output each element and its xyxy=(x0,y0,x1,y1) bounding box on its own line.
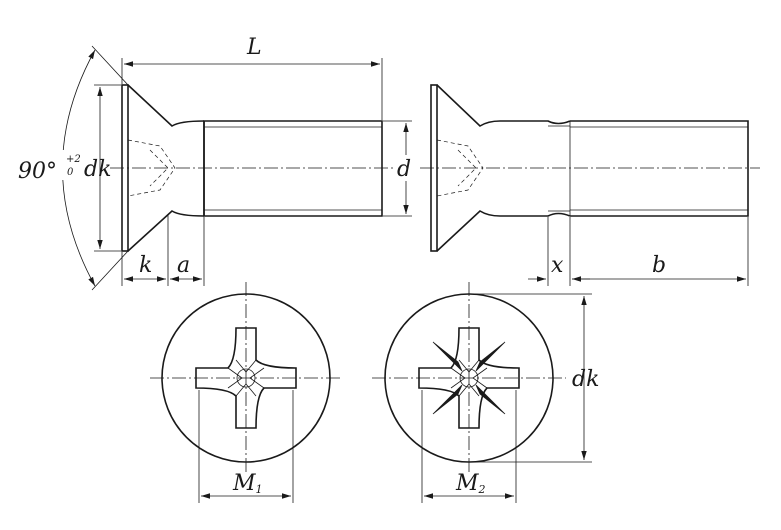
head-cone-top-right xyxy=(436,84,571,128)
cross-recess-z xyxy=(418,327,520,429)
label-a: a xyxy=(177,253,190,278)
head-cone-bottom-right xyxy=(436,209,571,252)
head-cone-top-left xyxy=(127,84,205,128)
label-L: L xyxy=(246,35,262,60)
shank-left xyxy=(203,120,383,217)
label-angle-tol-upper: +2 xyxy=(66,154,81,165)
recess-hidden-left xyxy=(127,139,176,197)
recess-view-z: M2 dk xyxy=(372,282,599,503)
label-M2: M2 xyxy=(455,471,486,496)
left-screw-view: L dk 90° +2 0 k a d xyxy=(16,35,416,291)
label-angle-tol-lower: 0 xyxy=(67,167,74,178)
label-dk-left: dk xyxy=(84,157,111,182)
pozi-ribs xyxy=(432,341,506,415)
label-b: b xyxy=(652,253,666,278)
label-angle: 90° xyxy=(18,159,57,184)
right-screw-view: x b xyxy=(420,84,760,286)
thread-right xyxy=(570,120,749,217)
label-dk-right: dk xyxy=(572,367,599,392)
head-cone-bottom-left xyxy=(127,210,205,252)
recess-view-h: M1 xyxy=(150,282,342,503)
cross-recess-h xyxy=(195,327,297,429)
label-d: d xyxy=(397,157,411,182)
label-x: x xyxy=(551,253,564,278)
label-k: k xyxy=(139,253,152,278)
label-M1: M1 xyxy=(232,471,263,496)
